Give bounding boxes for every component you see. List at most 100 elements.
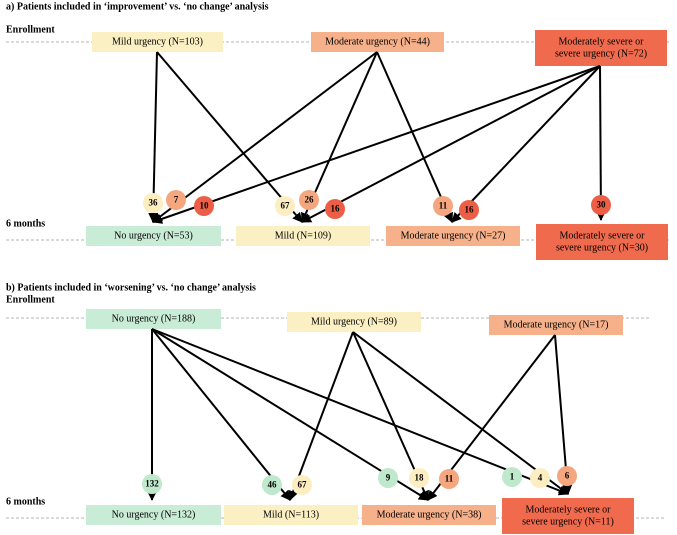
count-value: 10 — [200, 201, 210, 211]
node-label: Moderate urgency (N=27) — [401, 230, 506, 241]
row-label: Enrollment — [6, 24, 55, 35]
count-circle — [433, 196, 453, 216]
count-value: 67 — [281, 201, 291, 211]
node-label: No urgency (N=53) — [114, 230, 193, 241]
node-label: Mild (N=113) — [263, 509, 319, 520]
node-box — [535, 30, 667, 66]
count-circle — [292, 475, 312, 495]
flow-arrow — [156, 51, 303, 223]
count-circle — [262, 475, 282, 495]
flow-count: 6 — [557, 466, 577, 486]
count-circle — [459, 200, 479, 220]
flow-count: 46 — [262, 475, 282, 495]
node-label: Moderate urgency (N=38) — [377, 509, 482, 520]
count-circle — [557, 466, 577, 486]
count-value: 16 — [331, 204, 341, 214]
node-a-e-mild: Mild urgency (N=103) — [92, 32, 223, 52]
panel-b: b) Patients included in ‘worsening’ vs. … — [6, 282, 665, 534]
panel-title: a) Patients included in ‘improvement’ vs… — [6, 1, 269, 12]
node-b-e-none: No urgency (N=188) — [86, 309, 221, 329]
node-label: Moderate urgency (N=17) — [504, 319, 609, 330]
node-label: severe urgency (N=72) — [555, 48, 647, 59]
flow-count: 132 — [142, 474, 162, 494]
node-box — [489, 315, 623, 335]
count-circle — [439, 469, 459, 489]
flow-count: 4 — [530, 468, 550, 488]
count-value: 30 — [597, 200, 607, 210]
flow-count: 11 — [433, 196, 453, 216]
flow-arrow — [151, 328, 569, 496]
count-value: 4 — [538, 473, 543, 483]
count-value: 67 — [298, 480, 308, 490]
panel-title: b) Patients included in ‘worsening’ vs. … — [6, 282, 256, 293]
flow-count: 67 — [292, 475, 312, 495]
count-value: 132 — [145, 479, 159, 489]
flow-count: 9 — [378, 468, 398, 488]
node-label: Moderately severe or — [526, 504, 612, 515]
node-box — [362, 505, 496, 525]
flow-count: 11 — [439, 469, 459, 489]
row-label: 6 months — [6, 496, 45, 507]
node-label: No urgency (N=188) — [112, 313, 196, 324]
count-circle — [325, 199, 345, 219]
flow-count: 16 — [325, 199, 345, 219]
flow-count: 16 — [459, 200, 479, 220]
count-value: 46 — [268, 480, 278, 490]
node-b-m-none: No urgency (N=132) — [86, 505, 221, 525]
node-a-m-mild: Mild (N=109) — [236, 226, 370, 246]
count-circle — [378, 468, 398, 488]
count-value: 36 — [149, 198, 159, 208]
node-b-e-mod: Moderate urgency (N=17) — [489, 315, 623, 335]
node-box — [86, 505, 221, 525]
node-box — [311, 32, 444, 52]
node-b-m-mild: Mild (N=113) — [224, 505, 358, 525]
flow-arrow — [152, 65, 601, 224]
panel-a: a) Patients included in ‘improvement’ vs… — [6, 1, 670, 260]
node-box — [86, 226, 221, 246]
node-label: severe urgency (N=11) — [522, 516, 614, 527]
count-circle — [166, 190, 186, 210]
count-circle — [409, 468, 429, 488]
count-circle — [275, 196, 295, 216]
count-circle — [142, 474, 162, 494]
flow-count: 67 — [275, 196, 295, 216]
node-box — [287, 312, 421, 332]
node-a-e-mod: Moderate urgency (N=44) — [311, 32, 444, 52]
flow-arrow — [152, 51, 378, 223]
flow-count: 10 — [194, 196, 214, 216]
row-label: 6 months — [6, 218, 45, 229]
flow-arrow — [301, 65, 601, 223]
count-circle — [502, 467, 522, 487]
node-label: Moderately severe or — [560, 230, 646, 241]
flow-arrow — [376, 51, 453, 223]
row-label: Enrollment — [6, 294, 55, 305]
node-label: Mild urgency (N=103) — [112, 36, 203, 47]
count-circle — [530, 468, 550, 488]
flow-arrow — [451, 65, 601, 223]
count-value: 6 — [565, 471, 570, 481]
node-label: Moderately severe or — [559, 36, 645, 47]
count-circle — [299, 190, 319, 210]
count-circle — [194, 196, 214, 216]
count-circle — [143, 193, 163, 213]
node-label: No urgency (N=132) — [112, 509, 196, 520]
node-b-m-mod: Moderate urgency (N=38) — [362, 505, 496, 525]
node-label: Moderate urgency (N=44) — [325, 36, 430, 47]
flow-arrow — [352, 331, 569, 495]
count-circle — [591, 195, 611, 215]
count-value: 9 — [386, 473, 391, 483]
count-value: 18 — [415, 473, 425, 483]
flow-arrow — [151, 328, 291, 501]
node-label: severe urgency (N=30) — [556, 242, 648, 253]
node-label: Mild urgency (N=89) — [311, 316, 397, 327]
node-box — [536, 224, 668, 260]
flow-count: 1 — [502, 467, 522, 487]
flow-count: 26 — [299, 190, 319, 210]
count-value: 11 — [445, 474, 454, 484]
